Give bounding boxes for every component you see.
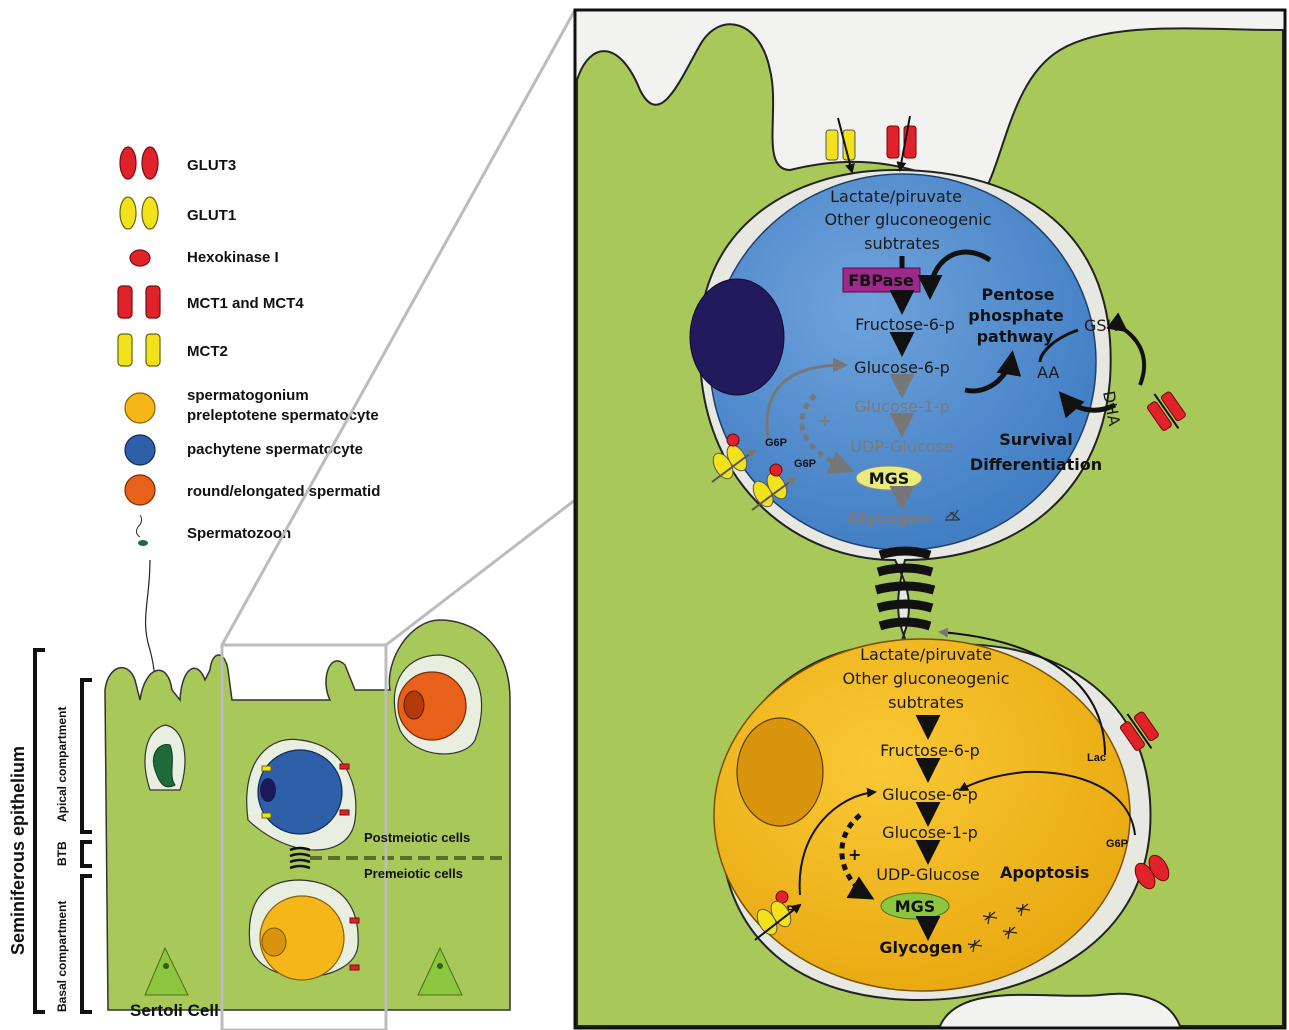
spermatogonium-cell-icon <box>125 393 155 423</box>
lac-label: Lac <box>1087 752 1106 764</box>
bottom-substrates-line3: subtrates <box>888 693 964 712</box>
bottom-substrates-line1: Lactate/piruvate <box>860 645 992 664</box>
survival-label: Survival <box>999 430 1072 449</box>
aa-label: AA <box>1037 363 1059 382</box>
basal-compartment-label: Basal compartment <box>55 901 69 1012</box>
pentose-line3: pathway <box>977 327 1054 346</box>
seminiferous-overview: Seminiferous epithelium Apical compartme… <box>8 10 575 1030</box>
spermatogonium-nucleus <box>737 718 823 826</box>
legend-spermatid-label: round/elongated spermatid <box>187 483 380 500</box>
hexokinase-icon <box>130 250 150 266</box>
pentose-line1: Pentose <box>982 285 1055 304</box>
top-substrates-line2: Other gluconeogenic <box>825 210 992 229</box>
sertoli-cell-label: Sertoli Cell <box>130 1001 219 1020</box>
top-glucose1p-label: Glucose-1-p <box>854 397 950 416</box>
legend-hexokinase-label: Hexokinase I <box>187 249 279 266</box>
bottom-glycogen-label: Glycogen <box>879 938 962 957</box>
legend-spermatozoon-label: Spermatozoon <box>187 525 291 542</box>
top-fructose-label: Fructose-6-p <box>855 315 955 334</box>
bottom-udpglucose-label: UDP-Glucose <box>876 865 979 884</box>
apical-compartment-label: Apical compartment <box>55 707 69 822</box>
premeiotic-label: Premeiotic cells <box>364 866 463 881</box>
gsh-label: GSH <box>1084 316 1119 335</box>
top-substrates-line3: subtrates <box>864 234 940 253</box>
bottom-mgs-label: MGS <box>895 897 936 916</box>
btb-label: BTB <box>55 841 69 866</box>
top-udpglucose-label: UDP-Glucose <box>850 437 953 456</box>
bottom-glucose1p-label: Glucose-1-p <box>882 823 978 842</box>
pachytene-cell-icon <box>125 435 155 465</box>
bottom-substrates-line2: Other gluconeogenic <box>843 669 1010 688</box>
top-glycogen-label: Glycogen <box>847 509 930 528</box>
spermatozoon-icon <box>136 515 148 546</box>
postmeiotic-label: Postmeiotic cells <box>364 830 470 845</box>
top-plus-sign: + <box>818 411 831 430</box>
bottom-fructose-label: Fructose-6-p <box>880 741 980 760</box>
legend-glut1-label: GLUT1 <box>187 207 236 224</box>
legend-pachytene-label: pachytene spermatocyte <box>187 441 363 458</box>
mct2-transporter-icon <box>118 334 160 366</box>
legend: GLUT3 GLUT1 Hexokinase I MCT1 and MCT4 M… <box>118 147 380 546</box>
fbpase-label: FBPase <box>848 271 914 290</box>
spermatid-cell-icon <box>125 475 155 505</box>
bottom-g6p-right-label: G6P <box>1106 838 1128 850</box>
seminiferous-epithelium-label: Seminiferous epithelium <box>8 746 28 955</box>
pachytene-nucleus <box>690 279 784 395</box>
top-mgs-label: MGS <box>869 469 910 488</box>
top-substrates-line1: Lactate/piruvate <box>830 187 962 206</box>
differentiation-label: Differentiation <box>970 455 1102 474</box>
pentose-line2: phosphate <box>968 306 1064 325</box>
legend-glut3-label: GLUT3 <box>187 157 236 174</box>
zoom-panel: Lactate/piruvate Other gluconeogenic sub… <box>575 10 1285 1028</box>
glut3-transporter-icon <box>120 147 158 179</box>
top-glucose6p-label: Glucose-6-p <box>854 358 950 377</box>
apoptosis-label: Apoptosis <box>1000 863 1089 882</box>
legend-mct2-label: MCT2 <box>187 343 228 360</box>
bottom-plus-sign: + <box>848 845 861 864</box>
mct1-mct4-transporter-icon <box>118 286 160 318</box>
top-g6p-label-2: G6P <box>794 458 816 470</box>
glut1-transporter-icon <box>120 197 158 229</box>
legend-mct1-label: MCT1 and MCT4 <box>187 295 304 312</box>
top-g6p-label-1: G6P <box>765 437 787 449</box>
legend-spermatogonium-label: spermatogonium <box>187 387 309 404</box>
